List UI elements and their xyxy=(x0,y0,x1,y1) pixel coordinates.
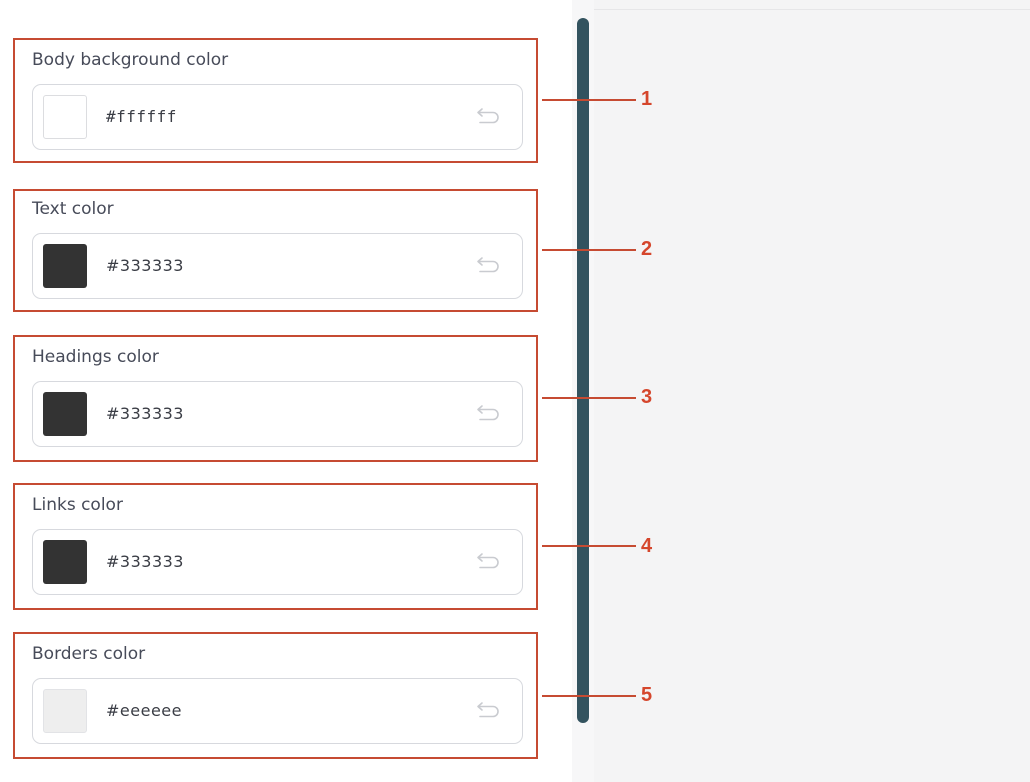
color-value-text-color[interactable]: #333333 xyxy=(106,256,184,275)
callout-number-1: 1 xyxy=(641,88,653,110)
undo-icon[interactable] xyxy=(476,550,502,572)
undo-icon[interactable] xyxy=(476,402,502,424)
color-value-borders-color[interactable]: #eeeeee xyxy=(106,701,182,720)
color-picker-body-background[interactable]: #ffffff xyxy=(32,84,523,150)
field-label-headings-color: Headings color xyxy=(32,347,159,367)
field-label-links-color: Links color xyxy=(32,495,123,515)
color-picker-headings-color[interactable]: #333333 xyxy=(32,381,523,447)
callout-number-3: 3 xyxy=(641,386,653,408)
field-label-borders-color: Borders color xyxy=(32,644,146,664)
callout-box-links-color: Links color #333333 xyxy=(13,483,538,610)
callout-line-4 xyxy=(542,545,636,547)
color-swatch-headings-color[interactable] xyxy=(43,392,87,436)
callout-number-5: 5 xyxy=(641,684,653,706)
field-label-body-background-color: Body background color xyxy=(32,50,229,70)
field-label-text-color: Text color xyxy=(32,199,114,219)
color-value-body-background[interactable]: #ffffff xyxy=(106,107,177,126)
callout-box-text-color: Text color #333333 xyxy=(13,189,538,312)
color-swatch-borders-color[interactable] xyxy=(43,689,87,733)
color-value-links-color[interactable]: #333333 xyxy=(106,552,184,571)
undo-icon[interactable] xyxy=(476,105,502,127)
callout-box-headings-color: Headings color #333333 xyxy=(13,335,538,462)
color-swatch-body-background[interactable] xyxy=(43,95,87,139)
color-swatch-links-color[interactable] xyxy=(43,540,87,584)
callout-line-2 xyxy=(542,249,636,251)
callout-number-2: 2 xyxy=(641,238,653,260)
undo-icon[interactable] xyxy=(476,254,502,276)
color-picker-text-color[interactable]: #333333 xyxy=(32,233,523,299)
color-value-headings-color[interactable]: #333333 xyxy=(106,404,184,423)
callout-number-4: 4 xyxy=(641,535,653,557)
preview-pane xyxy=(572,0,1030,782)
preview-pane-divider xyxy=(594,9,1030,10)
callout-line-1 xyxy=(542,99,636,101)
color-picker-borders-color[interactable]: #eeeeee xyxy=(32,678,523,744)
color-swatch-text-color[interactable] xyxy=(43,244,87,288)
callout-line-3 xyxy=(542,397,636,399)
undo-icon[interactable] xyxy=(476,699,502,721)
sidebar-scrollbar[interactable] xyxy=(577,18,589,723)
callout-box-borders-color: Borders color #eeeeee xyxy=(13,632,538,759)
callout-line-5 xyxy=(542,695,636,697)
color-picker-links-color[interactable]: #333333 xyxy=(32,529,523,595)
callout-box-body-background: Body background color #ffffff xyxy=(13,38,538,163)
